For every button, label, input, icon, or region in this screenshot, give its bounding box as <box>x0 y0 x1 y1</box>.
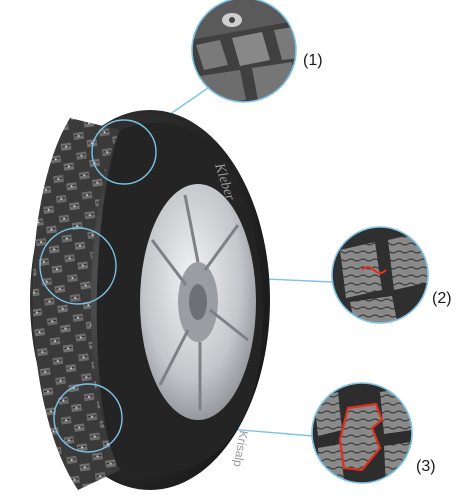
callout-circle-3 <box>311 382 413 484</box>
callout-label-3: (3) <box>416 458 436 475</box>
highlight-circle-1 <box>91 119 157 185</box>
highlight-block-3 <box>338 402 384 472</box>
tire: Kleber Krisalp <box>30 110 270 490</box>
highlight-circle-2 <box>39 227 117 305</box>
callout-circle-2 <box>331 226 429 324</box>
callout-label-2: (2) <box>432 290 452 307</box>
tread-highlights <box>39 119 157 453</box>
callout-label-1: (1) <box>303 52 323 69</box>
highlight-sipe-2 <box>361 266 387 274</box>
highlight-circle-3 <box>53 383 123 453</box>
callout-circle-1 <box>191 0 297 103</box>
model-text: Krisalp <box>231 429 251 468</box>
